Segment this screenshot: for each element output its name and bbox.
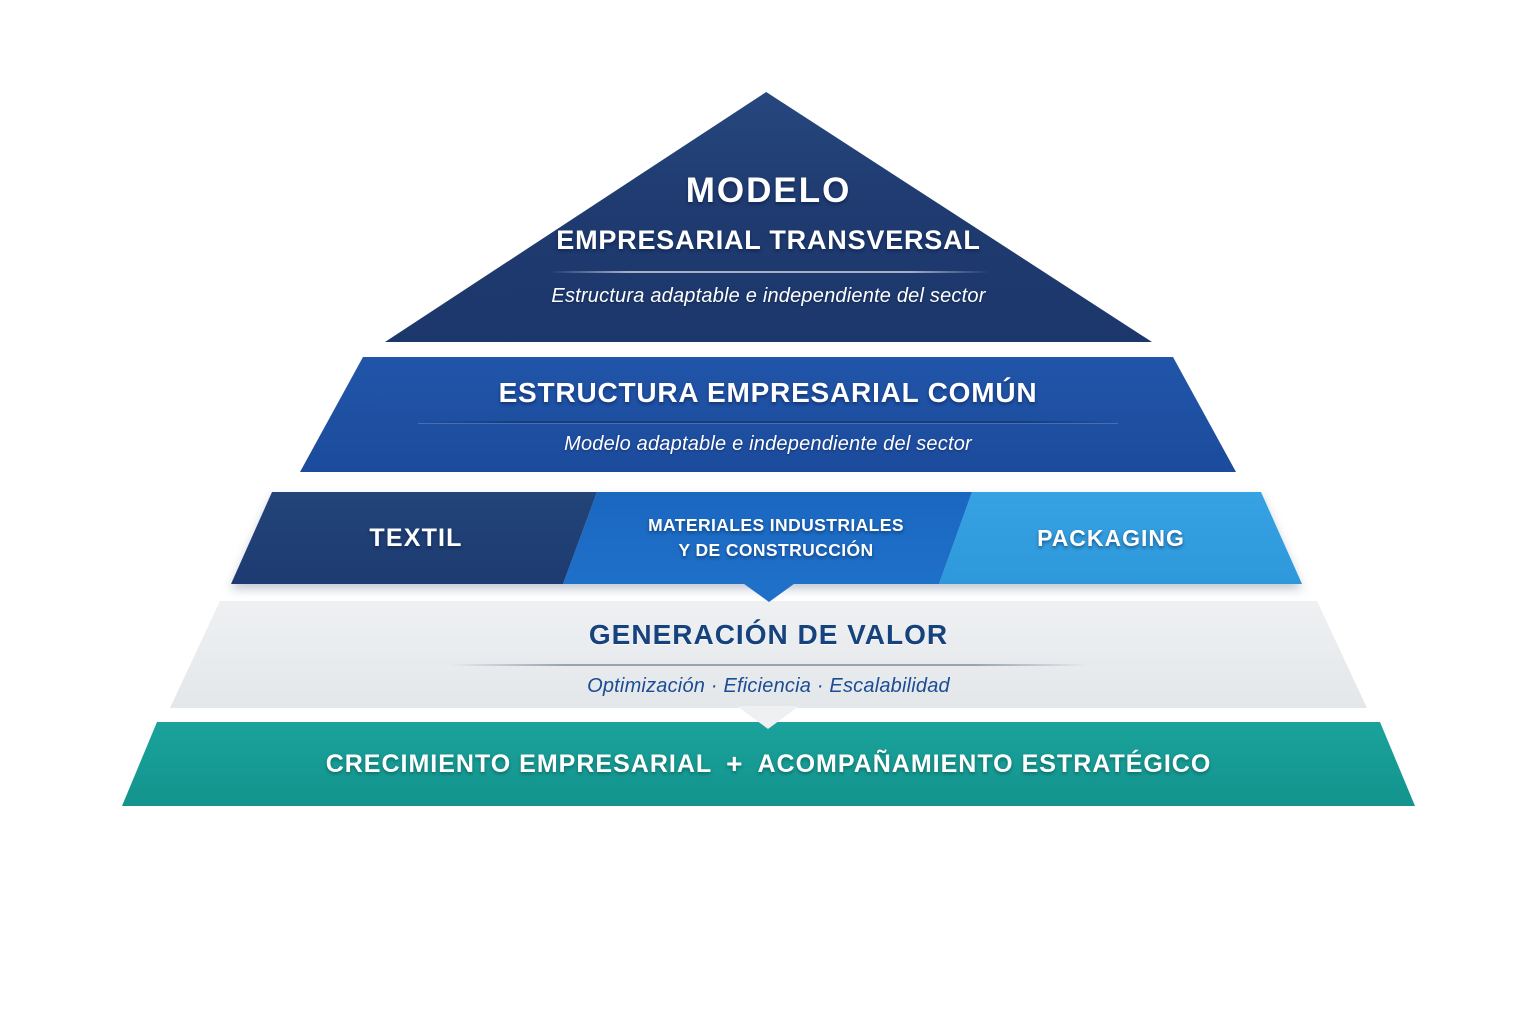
level-crecimiento: CRECIMIENTO EMPRESARIAL + ACOMPAÑAMIENTO… [122,722,1415,806]
divider-line [448,664,1089,666]
segment-packaging-label: PACKAGING [1037,524,1185,551]
level-modelo-content: MODELO EMPRESARIAL TRANSVERSAL Estructur… [409,170,1129,308]
level5-title: CRECIMIENTO EMPRESARIAL + ACOMPAÑAMIENTO… [122,722,1415,806]
segment-materiales-label-line2: Y DE CONSTRUCCIÓN [678,540,874,560]
plus-icon: + [726,748,744,779]
level5-title-right: ACOMPAÑAMIENTO ESTRATÉGICO [757,749,1212,778]
level-valor-content: GENERACIÓN DE VALOR Optimización · Efici… [319,618,1219,698]
segment-textil [231,492,597,584]
level-sectores: TEXTIL MATERIALES INDUSTRIALES Y DE CONS… [231,492,1302,584]
level2-title: ESTRUCTURA EMPRESARIAL COMÚN [498,377,1038,408]
segment-materiales-label: MATERIALES INDUSTRIALES Y DE CONSTRUCCIÓ… [586,492,966,584]
segment-packaging [939,492,1302,584]
level4-title: GENERACIÓN DE VALOR [588,619,949,650]
segment-textil-label: TEXTIL [369,523,463,552]
level2-subtitle: Modelo adaptable e independiente del sec… [564,433,972,455]
divider-line [418,421,1118,423]
level1-title-line1: MODELO [685,171,852,210]
segment-materiales-label-line1: MATERIALES INDUSTRIALES [648,515,904,535]
level1-subtitle: Estructura adaptable e independiente del… [551,285,986,307]
level-generacion-valor: GENERACIÓN DE VALOR Optimización · Efici… [170,601,1367,708]
level4-subtitle: Optimización · Eficiencia · Escalabilida… [587,675,950,697]
level-estructura-comun: ESTRUCTURA EMPRESARIAL COMÚN Modelo adap… [300,357,1236,472]
segment-materiales [563,492,972,584]
level5-title-left: CRECIMIENTO EMPRESARIAL [325,749,713,778]
level-estructura-content: ESTRUCTURA EMPRESARIAL COMÚN Modelo adap… [318,376,1218,456]
level1-title-line2: EMPRESARIAL TRANSVERSAL [556,225,981,255]
level-modelo-transversal: MODELO EMPRESARIAL TRANSVERSAL Estructur… [385,92,1152,342]
divider-line [548,271,989,273]
chevron-down-icon [740,581,798,602]
